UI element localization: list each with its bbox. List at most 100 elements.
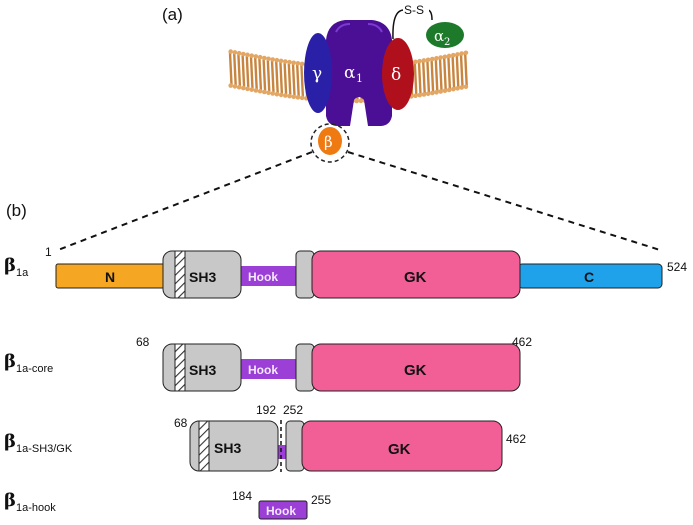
lipid-head bbox=[434, 90, 439, 95]
lipid-head bbox=[417, 92, 423, 98]
lipid-head bbox=[425, 57, 431, 63]
lipid-head bbox=[295, 61, 301, 66]
lipid-head bbox=[266, 56, 271, 62]
lipid-head bbox=[295, 95, 301, 100]
lipid-head bbox=[245, 86, 250, 92]
lipid-head bbox=[236, 84, 242, 90]
hook-label: Hook bbox=[248, 363, 278, 377]
split-residue-label-1: 192 bbox=[256, 403, 276, 417]
lipid-tail bbox=[233, 53, 237, 86]
lipid-head bbox=[245, 52, 250, 58]
lipid-head bbox=[451, 86, 456, 92]
construct-beta1a-hook: β1a-hook 184 255 Hook bbox=[4, 489, 331, 520]
split-residue-label-2: 252 bbox=[283, 403, 303, 417]
lipid-head bbox=[451, 52, 456, 58]
lipid-head bbox=[299, 61, 305, 67]
lipid-head bbox=[241, 85, 246, 91]
lipid-tail bbox=[459, 54, 464, 87]
construct-name: β1a bbox=[4, 255, 29, 279]
alpha1-subunit: α 1 bbox=[326, 20, 392, 126]
alpha1-subscript: 1 bbox=[356, 72, 363, 85]
lipid-head bbox=[438, 89, 444, 94]
hatched-segment bbox=[174, 343, 186, 392]
lipid-head bbox=[455, 86, 460, 91]
beta-highlight-circle bbox=[310, 123, 350, 163]
sh3-label: SH3 bbox=[214, 440, 241, 456]
lipid-head bbox=[291, 94, 297, 100]
lipid-tail bbox=[262, 58, 267, 92]
lipid-head bbox=[257, 88, 263, 94]
end-residue-label: 524 bbox=[667, 260, 687, 274]
lipid-tail bbox=[451, 56, 456, 89]
n-terminus-label: N bbox=[105, 269, 115, 285]
lipid-head bbox=[274, 91, 280, 97]
lipid-head bbox=[291, 60, 297, 66]
hook-domain bbox=[240, 266, 298, 286]
lipid-head bbox=[413, 59, 418, 65]
lipid-head bbox=[253, 88, 259, 93]
hook-label: Hook bbox=[266, 504, 296, 518]
lipid-tail bbox=[237, 54, 242, 87]
lipid-tail bbox=[413, 62, 418, 95]
lipid-tail bbox=[270, 60, 275, 93]
c-terminus-label: C bbox=[584, 269, 594, 285]
hatched-segment bbox=[198, 420, 210, 472]
delta-label: δ bbox=[391, 65, 401, 85]
gk-linker-segment bbox=[295, 250, 315, 299]
hook-domain bbox=[258, 500, 308, 520]
lipid-head bbox=[253, 54, 259, 59]
sh3-domain bbox=[189, 420, 279, 472]
gk-domain bbox=[311, 250, 521, 299]
start-residue-label: 68 bbox=[136, 335, 150, 349]
lipid-head bbox=[421, 92, 427, 97]
lipid-head bbox=[266, 90, 271, 96]
lipid-head bbox=[232, 84, 238, 89]
lipid-tail bbox=[434, 59, 439, 92]
beta-subunit: β bbox=[318, 127, 342, 155]
lipid-head bbox=[425, 91, 431, 97]
lipid-head bbox=[228, 49, 233, 54]
lipid-tail bbox=[228, 52, 233, 85]
lipid-head bbox=[417, 58, 423, 64]
lipid-tail bbox=[241, 54, 246, 88]
construct-name: β1a-SH3/GK bbox=[4, 431, 73, 455]
zoom-line-left bbox=[57, 151, 313, 251]
lipid-tail bbox=[258, 58, 263, 91]
end-residue-label: 255 bbox=[311, 493, 331, 507]
lipid-tail bbox=[245, 55, 250, 88]
lipid-tail bbox=[254, 57, 258, 90]
lipid-head bbox=[249, 53, 254, 58]
gamma-subunit: γ bbox=[304, 33, 332, 113]
lipid-tail bbox=[438, 58, 443, 91]
start-residue-label: 1 bbox=[45, 245, 52, 259]
construct-beta1a-core: β1a-core 68 462 Hook SH3 GK bbox=[4, 335, 532, 392]
lipid-head bbox=[287, 59, 292, 65]
lipid-head bbox=[459, 85, 465, 90]
lipid-head bbox=[278, 58, 284, 64]
lipid-head bbox=[287, 93, 292, 99]
lipid-head bbox=[283, 59, 288, 64]
beta-label: β bbox=[324, 133, 333, 151]
lipid-tail bbox=[249, 56, 254, 89]
lipid-tail bbox=[266, 59, 271, 92]
sh3-label: SH3 bbox=[189, 269, 216, 285]
lipid-head bbox=[257, 54, 263, 60]
lipid-head bbox=[241, 51, 246, 57]
lipid-tail bbox=[422, 61, 426, 94]
lipid-head bbox=[421, 58, 427, 63]
lipid-head bbox=[430, 90, 435, 96]
gk-label: GK bbox=[404, 362, 427, 379]
lipid-tail bbox=[430, 60, 435, 93]
panel-a-label: (a) bbox=[162, 5, 183, 24]
alpha1-label: α bbox=[344, 63, 356, 83]
lipid-head bbox=[459, 51, 465, 56]
panel-b-label: (b) bbox=[6, 201, 27, 220]
lipid-head bbox=[278, 92, 284, 98]
end-residue-label: 462 bbox=[512, 335, 532, 349]
lipid-tail bbox=[447, 56, 452, 90]
end-residue-label: 462 bbox=[506, 432, 526, 446]
lipid-head bbox=[262, 55, 267, 61]
hook-domain bbox=[240, 359, 298, 379]
gk-label: GK bbox=[388, 441, 411, 458]
